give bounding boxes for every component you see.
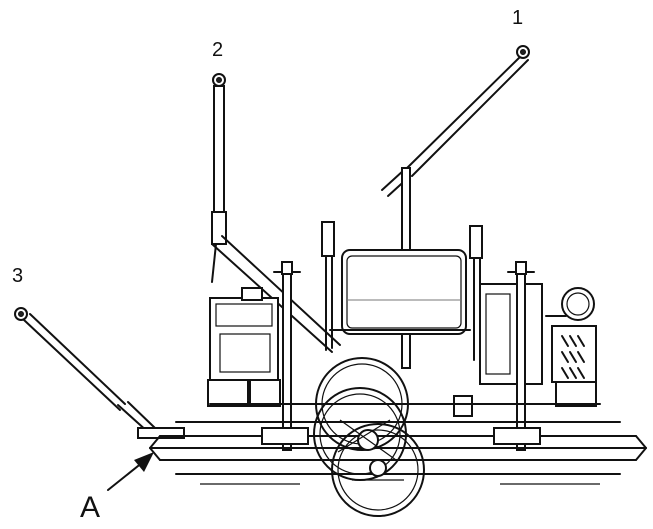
handle-2 [211,73,341,353]
posts [273,261,535,451]
engine-right [479,283,597,407]
callout-labels: 1 2 3 A [12,7,523,524]
label-2: 2 [212,39,223,61]
label-a: A [80,491,100,524]
pointer-a-arrow [107,452,154,491]
label-1: 1 [512,7,523,29]
handle-3 [14,307,185,439]
engine-left [207,287,281,407]
trowel-rings [149,403,647,485]
wheels [313,357,425,517]
label-3: 3 [12,265,23,287]
seat [321,221,483,361]
vent-slots [561,335,585,379]
